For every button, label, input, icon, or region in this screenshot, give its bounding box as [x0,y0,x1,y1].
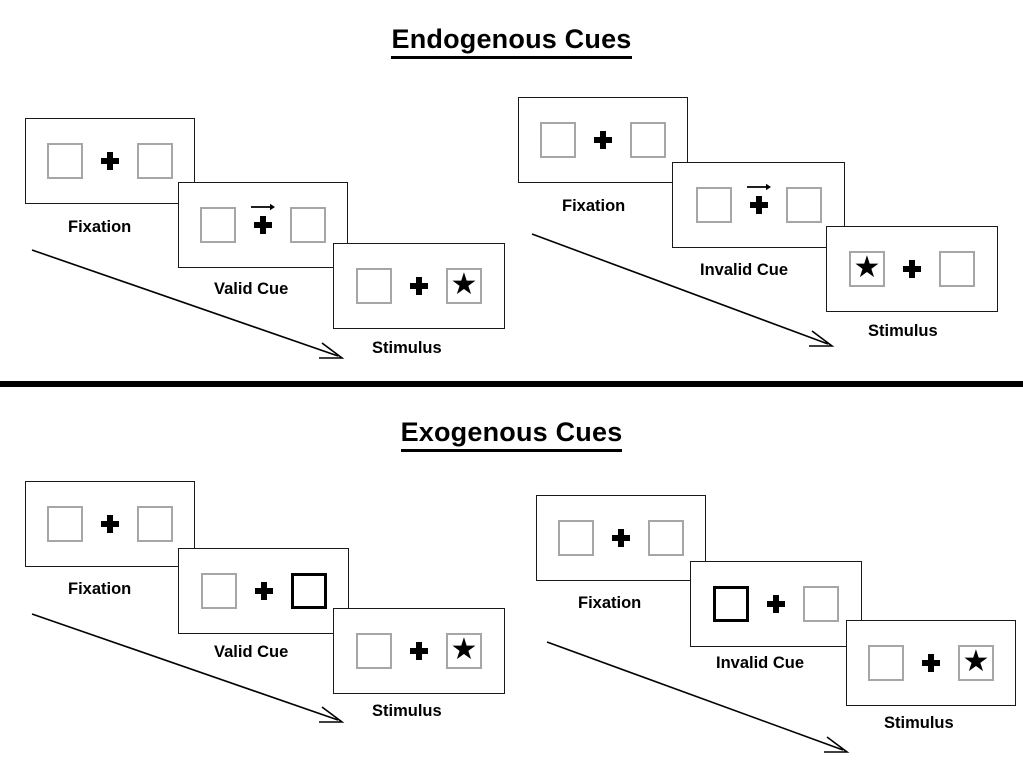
trial-panel-exogenous-invalid-fixation [536,495,706,581]
panel-content [47,141,173,181]
caption-exogenous-invalid-cue: Invalid Cue [716,654,805,672]
caption-exogenous-invalid-fixation: Fixation [578,594,642,612]
fixation-cross-icon [250,202,276,245]
fixation-cross-icon [251,571,277,611]
stimulus-star: ★ [962,645,990,678]
trial-panel-exogenous-invalid-cue [690,561,862,647]
trial-panel-exogenous-valid-cue [178,548,349,634]
left-placeholder-box [540,122,576,158]
section-title-exogenous: Exogenous Cues [0,417,1023,452]
caption-exogenous-valid-stimulus: Stimulus [372,702,442,720]
left-placeholder-box [558,520,594,556]
trial-panel-endogenous-valid-cue [178,182,348,268]
panel-content [200,202,326,245]
panel-content: ★ [356,631,482,671]
left-placeholder-box-cued [713,586,749,622]
panel-content: ★ [356,266,482,306]
left-placeholder-box [200,207,236,243]
caption-exogenous-invalid-stimulus: Stimulus [884,714,954,732]
section-divider [0,381,1023,387]
arrow-right-cue-icon [746,182,772,192]
fixation-cross-icon [608,518,634,558]
caption-endogenous-invalid-cue: Invalid Cue [700,261,789,279]
fixation-cross-icon [590,120,616,160]
left-placeholder-box [868,645,904,681]
right-placeholder-box [648,520,684,556]
panel-content [695,182,822,225]
right-placeholder-box: ★ [958,645,994,681]
trial-panel-endogenous-valid-fixation [25,118,195,204]
panel-content [540,120,666,160]
trial-panel-endogenous-invalid-fixation [518,97,688,183]
panel-content: ★ [849,249,975,289]
fixation-cross-icon [746,182,772,225]
right-placeholder-box-cued [290,573,327,609]
right-placeholder-box [630,122,666,158]
left-placeholder-box [356,268,392,304]
left-placeholder-box [356,633,392,669]
caption-endogenous-valid-stimulus: Stimulus [372,339,442,357]
caption-endogenous-valid-cue: Valid Cue [214,280,289,298]
right-placeholder-box [939,251,975,287]
caption-exogenous-valid-cue: Valid Cue [214,643,289,661]
trial-panel-exogenous-valid-stimulus: ★ [333,608,505,694]
fixation-cross-icon [97,141,123,181]
right-placeholder-box [785,187,822,223]
section-title-endogenous-text: Endogenous Cues [391,24,632,59]
fixation-cross-icon [763,584,789,624]
right-placeholder-box [290,207,326,243]
fixation-cross-icon [97,504,123,544]
right-placeholder-box [803,586,839,622]
time-flow-arrow-endogenous-invalid [530,232,850,352]
left-placeholder-box [47,143,83,179]
panel-content [558,518,684,558]
left-placeholder-box: ★ [849,251,885,287]
right-placeholder-box: ★ [446,268,482,304]
fixation-cross-icon [899,249,925,289]
trial-panel-endogenous-valid-stimulus: ★ [333,243,505,329]
fixation-cross-icon [918,643,944,683]
section-title-endogenous: Endogenous Cues [0,24,1023,59]
trial-panel-endogenous-invalid-stimulus: ★ [826,226,998,312]
left-placeholder-box [200,573,237,609]
trial-panel-exogenous-valid-fixation [25,481,195,567]
right-placeholder-box [137,506,173,542]
panel-content [47,504,173,544]
stimulus-star: ★ [853,251,881,284]
right-placeholder-box [137,143,173,179]
left-placeholder-box [695,187,732,223]
caption-endogenous-valid-fixation: Fixation [68,218,132,236]
caption-endogenous-invalid-fixation: Fixation [562,197,626,215]
stimulus-star: ★ [450,633,478,666]
trial-panel-exogenous-invalid-stimulus: ★ [846,620,1016,706]
time-flow-arrow-exogenous-invalid [545,640,865,760]
panel-content: ★ [868,643,994,683]
trial-panel-endogenous-invalid-cue [672,162,845,248]
arrow-right-cue-icon [250,202,276,212]
fixation-cross-icon [406,631,432,671]
caption-endogenous-invalid-stimulus: Stimulus [868,322,938,340]
panel-content [200,571,327,611]
fixation-cross-icon [406,266,432,306]
right-placeholder-box: ★ [446,633,482,669]
left-placeholder-box [47,506,83,542]
stimulus-star: ★ [450,268,478,301]
section-title-exogenous-text: Exogenous Cues [400,417,623,452]
panel-content [713,584,839,624]
caption-exogenous-valid-fixation: Fixation [68,580,132,598]
